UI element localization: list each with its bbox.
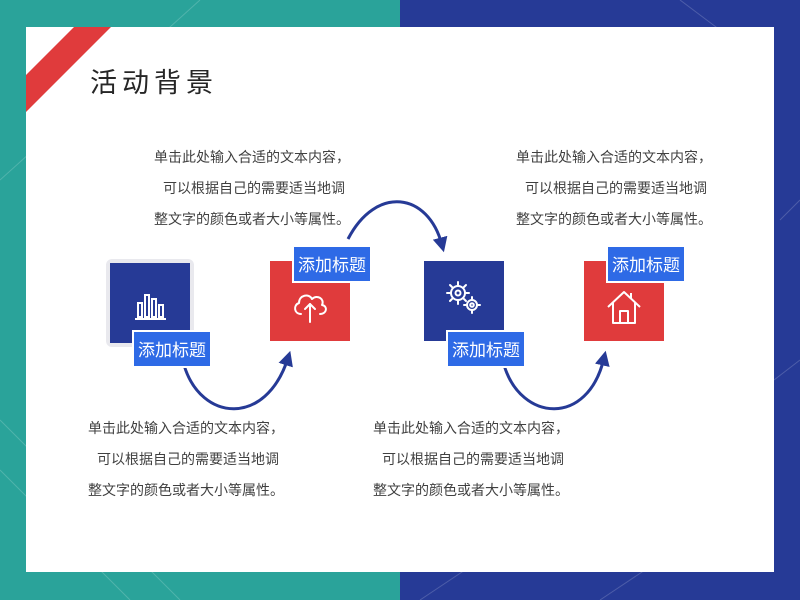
flow-arrow-2 [346, 200, 448, 253]
slide-card: 活动背景 单击此处输入合适的文本内容， 可以根据自己的需要适当地调 整文字的颜色… [26, 27, 774, 572]
description-line: 可以根据自己的需要适当地调 [97, 452, 279, 468]
flow-arrows [182, 200, 610, 411]
description-line: 可以根据自己的需要适当地调 [163, 181, 345, 197]
step-2-description: 单击此处输入合适的文本内容， 可以根据自己的需要适当地调 整文字的颜色或者大小等… [154, 143, 354, 236]
description-line: 整文字的颜色或者大小等属性。 [154, 212, 350, 228]
description-line: 整文字的颜色或者大小等属性。 [373, 483, 569, 499]
step-1-icon-box [110, 263, 190, 343]
step-1-title-label[interactable]: 添加标题 [132, 330, 212, 368]
description-line: 单击此处输入合适的文本内容， [516, 150, 712, 166]
description-line: 单击此处输入合适的文本内容， [88, 421, 284, 437]
description-line: 整文字的颜色或者大小等属性。 [516, 212, 712, 228]
step-3-description: 单击此处输入合适的文本内容， 可以根据自己的需要适当地调 整文字的颜色或者大小等… [373, 414, 573, 507]
flow-arrow-1 [182, 350, 293, 411]
step-3-icon-box [424, 261, 504, 341]
step-1-description: 单击此处输入合适的文本内容， 可以根据自己的需要适当地调 整文字的颜色或者大小等… [88, 414, 288, 507]
step-3-title-label[interactable]: 添加标题 [446, 330, 526, 368]
cloud-upload-icon [294, 294, 327, 323]
description-line: 可以根据自己的需要适当地调 [525, 181, 707, 197]
step-4-title-label[interactable]: 添加标题 [606, 245, 686, 283]
step-2-title-label[interactable]: 添加标题 [292, 245, 372, 283]
step-4-description: 单击此处输入合适的文本内容， 可以根据自己的需要适当地调 整文字的颜色或者大小等… [516, 143, 716, 236]
flow-arrow-3 [502, 350, 610, 411]
description-line: 整文字的颜色或者大小等属性。 [88, 483, 284, 499]
description-line: 单击此处输入合适的文本内容， [373, 421, 569, 437]
gears-icon [446, 281, 481, 314]
description-line: 单击此处输入合适的文本内容， [154, 150, 350, 166]
corner-ribbon [26, 27, 111, 112]
slide-title: 活动背景 [90, 68, 218, 99]
home-icon [607, 291, 641, 324]
description-line: 可以根据自己的需要适当地调 [382, 452, 564, 468]
bar-chart-icon [135, 294, 166, 320]
